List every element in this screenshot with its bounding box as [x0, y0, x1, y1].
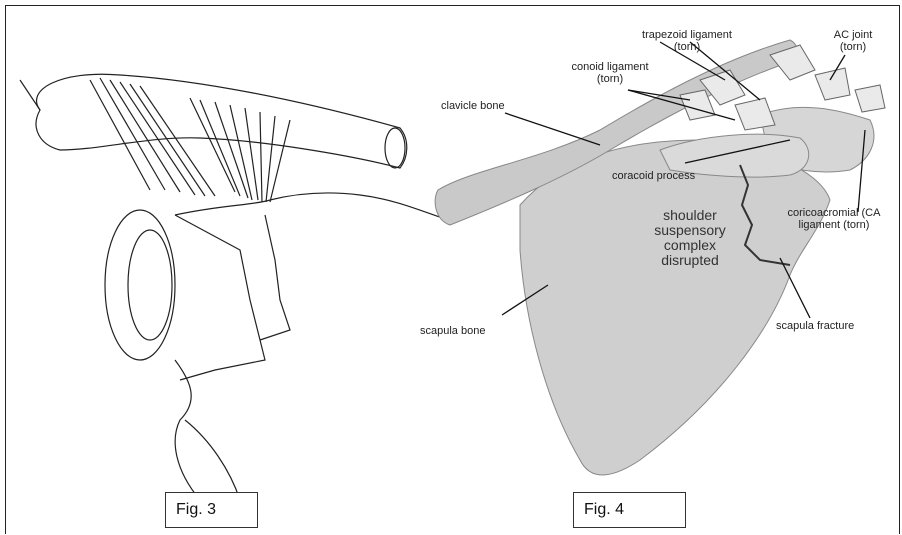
- center-line4: disrupted: [620, 253, 760, 268]
- center-line2: suspensory: [620, 223, 760, 238]
- coracoacromial-ligament-label: coricoacromial (CA ligament (torn): [768, 207, 900, 231]
- conoid-line2: (torn): [555, 73, 665, 85]
- center-line3: complex: [620, 238, 760, 253]
- fig4-caption: Fig. 4: [573, 492, 686, 528]
- clavicle-bone-label: clavicle bone: [441, 100, 505, 112]
- coracoid-process-label: coracoid process: [612, 170, 695, 182]
- shoulder-complex-label: shoulder suspensory complex disrupted: [620, 208, 760, 268]
- conoid-line1: conoid ligament: [555, 61, 665, 73]
- cc-line2: ligament (torn): [768, 219, 900, 231]
- scapula-shape: [520, 140, 830, 475]
- trapezoid-line2: (torn): [617, 41, 757, 53]
- trapezoid-ligament-label: trapezoid ligament (torn): [617, 29, 757, 53]
- ac-joint-line2: (torn): [818, 41, 888, 53]
- scapula-bone-label: scapula bone: [420, 325, 485, 337]
- trapezoid-line1: trapezoid ligament: [617, 29, 757, 41]
- scapula-fracture-label: scapula fracture: [776, 320, 854, 332]
- center-line1: shoulder: [620, 208, 760, 223]
- cc-line1: coricoacromial (CA: [768, 207, 900, 219]
- ac-joint-line1: AC joint: [818, 29, 888, 41]
- conoid-ligament-label: conoid ligament (torn): [555, 61, 665, 85]
- ac-joint-label: AC joint (torn): [818, 29, 888, 53]
- fig3-caption: Fig. 3: [165, 492, 258, 528]
